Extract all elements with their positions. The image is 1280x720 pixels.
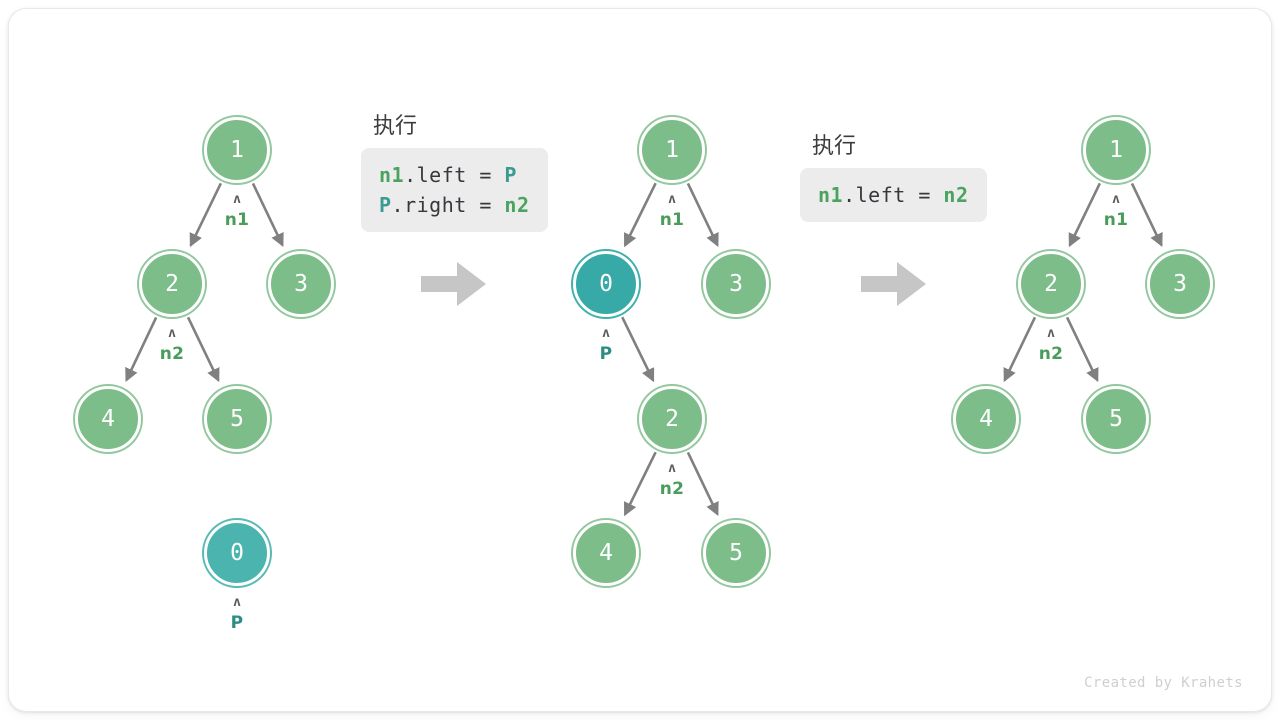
tree-node-1[interactable]: 1 xyxy=(1083,117,1149,183)
tree-edge xyxy=(125,316,158,382)
caret-up-icon: ʌ xyxy=(602,326,610,341)
tree-edge xyxy=(251,182,284,248)
tree-node-value: 5 xyxy=(230,405,244,432)
tree-edges-layer xyxy=(125,182,1163,517)
tree-node-3[interactable]: 3 xyxy=(703,251,769,317)
tree-node-value: 5 xyxy=(729,539,743,566)
code-line: P.right = n2 xyxy=(379,190,530,220)
tree-node-1[interactable]: 1 xyxy=(639,117,705,183)
tree-edge xyxy=(1003,316,1037,383)
tree-edge xyxy=(686,182,719,248)
credit-text: Created by Krahets xyxy=(1084,675,1243,691)
tree-node-0[interactable]: 0 xyxy=(573,251,639,317)
code-line: n1.left = P xyxy=(379,160,530,190)
tree-node-5[interactable]: 5 xyxy=(204,386,270,452)
code-token: .left = xyxy=(404,163,505,187)
code-line: n1.left = n2 xyxy=(818,180,969,210)
code-token: n1 xyxy=(379,163,405,187)
tree-node-2[interactable]: 2 xyxy=(1018,251,1084,317)
transition-arrows-group xyxy=(421,262,926,306)
tree-node-5[interactable]: 5 xyxy=(703,520,769,586)
tree-node-value: 0 xyxy=(599,270,613,297)
caret-up-icon: ʌ xyxy=(1047,326,1055,341)
tree-node-value: 3 xyxy=(294,270,308,297)
pointer-label-text: n1 xyxy=(224,210,250,230)
tree-node-value: 4 xyxy=(599,539,613,566)
tree-node-value: 3 xyxy=(729,270,743,297)
tree-node-value: 4 xyxy=(101,405,115,432)
tree-node-value: 2 xyxy=(165,270,179,297)
tree-node-value: 4 xyxy=(979,405,993,432)
tree-edge xyxy=(189,182,223,248)
transition-arrow-icon xyxy=(421,262,486,306)
tree-node-2[interactable]: 2 xyxy=(639,386,705,452)
tree-node-value: 1 xyxy=(230,136,244,163)
step-title: 执行 xyxy=(812,134,857,159)
pointer-label-text: n1 xyxy=(659,210,685,230)
caret-up-icon: ʌ xyxy=(168,326,176,341)
edges-group xyxy=(125,182,1163,517)
tree-edge xyxy=(621,316,655,383)
pointer-label-text: P xyxy=(599,344,613,364)
caret-up-icon: ʌ xyxy=(233,192,241,207)
pointer-label-n1: ʌ n1 xyxy=(1086,192,1146,230)
caret-up-icon: ʌ xyxy=(668,192,676,207)
tree-node-value: 5 xyxy=(1109,405,1123,432)
tree-edge xyxy=(623,182,657,248)
pointer-label-text: n2 xyxy=(1038,344,1064,364)
code-token: n2 xyxy=(504,193,530,217)
tree-node-value: 0 xyxy=(230,539,244,566)
code-token: P xyxy=(504,163,517,187)
tree-edge xyxy=(1130,182,1163,248)
tree-node-4[interactable]: 4 xyxy=(573,520,639,586)
tree-node-value: 2 xyxy=(665,405,679,432)
tree-node-5[interactable]: 5 xyxy=(1083,386,1149,452)
tree-node-0[interactable]: 0 xyxy=(204,520,270,586)
code-token: P xyxy=(379,193,392,217)
caret-up-icon: ʌ xyxy=(1112,192,1120,207)
tree-node-3[interactable]: 3 xyxy=(268,251,334,317)
tree-node-value: 1 xyxy=(1109,136,1123,163)
tree-edge xyxy=(686,451,719,517)
tree-node-value: 1 xyxy=(665,136,679,163)
pointer-label-n1: ʌ n1 xyxy=(207,192,267,230)
pointer-label-n1: ʌ n1 xyxy=(642,192,702,230)
pointer-label-text: n2 xyxy=(659,479,685,499)
code-token: n2 xyxy=(943,183,969,207)
transition-arrow-icon xyxy=(861,262,926,306)
pointer-label-text: n2 xyxy=(159,344,185,364)
tree-node-2[interactable]: 2 xyxy=(139,251,205,317)
tree-edge xyxy=(186,316,220,383)
pointer-label-n2: ʌ n2 xyxy=(1021,326,1081,364)
tree-node-4[interactable]: 4 xyxy=(75,386,141,452)
code-snippet: n1.left = n2 xyxy=(800,168,987,222)
tree-node-value: 3 xyxy=(1173,270,1187,297)
code-token: .right = xyxy=(391,193,505,217)
pointer-label-text: P xyxy=(230,613,244,633)
tree-edge xyxy=(1065,316,1099,383)
code-token: .left = xyxy=(843,183,944,207)
pointer-label-text: n1 xyxy=(1103,210,1129,230)
tree-edge xyxy=(1068,182,1102,248)
caret-up-icon: ʌ xyxy=(233,595,241,610)
tree-edge xyxy=(623,451,657,517)
tree-node-1[interactable]: 1 xyxy=(204,117,270,183)
tree-node-4[interactable]: 4 xyxy=(953,386,1019,452)
caret-up-icon: ʌ xyxy=(668,461,676,476)
pointer-label-n2: ʌ n2 xyxy=(142,326,202,364)
tree-node-3[interactable]: 3 xyxy=(1147,251,1213,317)
step-title: 执行 xyxy=(373,114,418,139)
tree-node-value: 2 xyxy=(1044,270,1058,297)
pointer-label-n2: ʌ n2 xyxy=(642,461,702,499)
code-token: n1 xyxy=(818,183,844,207)
